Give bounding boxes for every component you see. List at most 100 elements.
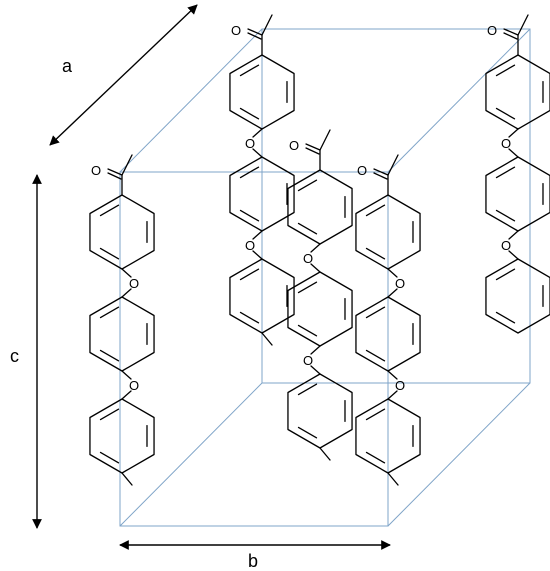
bond	[365, 349, 386, 362]
bond	[373, 172, 388, 180]
bond	[261, 14, 273, 36]
oxygen-atom-label: O	[303, 251, 313, 266]
oxygen-atom-label: O	[395, 378, 405, 393]
bond	[365, 247, 386, 260]
bond	[121, 288, 132, 298]
bond	[387, 288, 398, 298]
bond	[310, 243, 321, 253]
bond	[297, 179, 318, 192]
oxygen-atom-label: O	[91, 163, 101, 178]
bond	[495, 311, 516, 324]
bond	[99, 408, 120, 421]
axis-a-arrow	[49, 4, 198, 146]
bond	[319, 129, 331, 151]
bond	[297, 222, 318, 235]
bond	[365, 451, 386, 464]
bond	[252, 230, 263, 240]
bond	[239, 311, 260, 324]
bond	[297, 324, 318, 337]
bond	[247, 28, 263, 36]
bond	[99, 306, 120, 319]
bond	[508, 128, 519, 138]
bond	[107, 172, 122, 180]
bond	[387, 268, 398, 278]
oxygen-atom-label: O	[501, 238, 511, 253]
bond	[247, 32, 262, 40]
bond	[121, 268, 132, 278]
oxygen-atom-label: O	[231, 23, 241, 38]
bond	[99, 451, 120, 464]
bond	[121, 370, 132, 380]
bond	[305, 143, 321, 151]
bond	[297, 281, 318, 294]
bond	[508, 250, 519, 260]
bond	[121, 154, 133, 176]
bond	[508, 230, 519, 240]
bond	[503, 32, 518, 40]
bond	[121, 390, 132, 400]
bond	[503, 28, 519, 36]
bond	[99, 349, 120, 362]
oxygen-atom-label: O	[303, 353, 313, 368]
oxygen-atom-label: O	[395, 276, 405, 291]
bond	[121, 472, 133, 486]
oxygen-atom-label: O	[245, 136, 255, 151]
bond	[495, 268, 516, 281]
axis-a-label: a	[62, 56, 73, 76]
bond	[387, 154, 399, 176]
axis-c-label: c	[10, 346, 19, 366]
benzene-ring	[287, 373, 353, 449]
bond	[310, 263, 321, 273]
bond	[239, 268, 260, 281]
bond	[495, 209, 516, 222]
bond	[239, 64, 260, 77]
oxygen-atom-label: O	[129, 276, 139, 291]
lattice-axes: a c b	[10, 4, 391, 571]
benzene-ring	[485, 156, 550, 232]
bond	[252, 148, 263, 158]
benzene-ring	[89, 194, 155, 270]
oxygen-atom-label: O	[501, 136, 511, 151]
oxygen-atom-label: O	[357, 163, 367, 178]
bond	[310, 365, 321, 375]
bond	[252, 250, 263, 260]
polymer-chains: O O O O O O O O O O O O O O O	[89, 14, 550, 486]
bond	[365, 408, 386, 421]
bond	[495, 107, 516, 120]
bond	[297, 426, 318, 439]
bond	[239, 209, 260, 222]
bond	[495, 64, 516, 77]
benzene-ring	[89, 398, 155, 474]
bond	[365, 306, 386, 319]
bond	[319, 447, 331, 461]
unit-cell-box	[119, 28, 531, 527]
oxygen-atom-label: O	[245, 238, 255, 253]
bond	[517, 14, 529, 36]
bond	[297, 383, 318, 396]
oxygen-atom-label: O	[487, 23, 497, 38]
bond	[107, 168, 123, 176]
oxygen-atom-label: O	[289, 138, 299, 153]
bond	[387, 370, 398, 380]
oxygen-atom-label: O	[129, 378, 139, 393]
bond	[99, 204, 120, 217]
bond	[365, 204, 386, 217]
benzene-ring	[287, 169, 353, 245]
benzene-ring	[485, 54, 550, 130]
benzene-ring	[485, 258, 550, 334]
bond	[310, 345, 321, 355]
bond	[99, 247, 120, 260]
bond	[387, 390, 398, 400]
bond	[261, 332, 273, 346]
axis-b-label: b	[248, 551, 258, 571]
benzene-ring	[287, 271, 353, 347]
bond	[495, 166, 516, 179]
bond	[239, 107, 260, 120]
bond	[508, 148, 519, 158]
bond	[373, 168, 389, 176]
bond	[387, 472, 399, 486]
benzene-ring	[89, 296, 155, 372]
bond	[239, 166, 260, 179]
bond	[252, 128, 263, 138]
